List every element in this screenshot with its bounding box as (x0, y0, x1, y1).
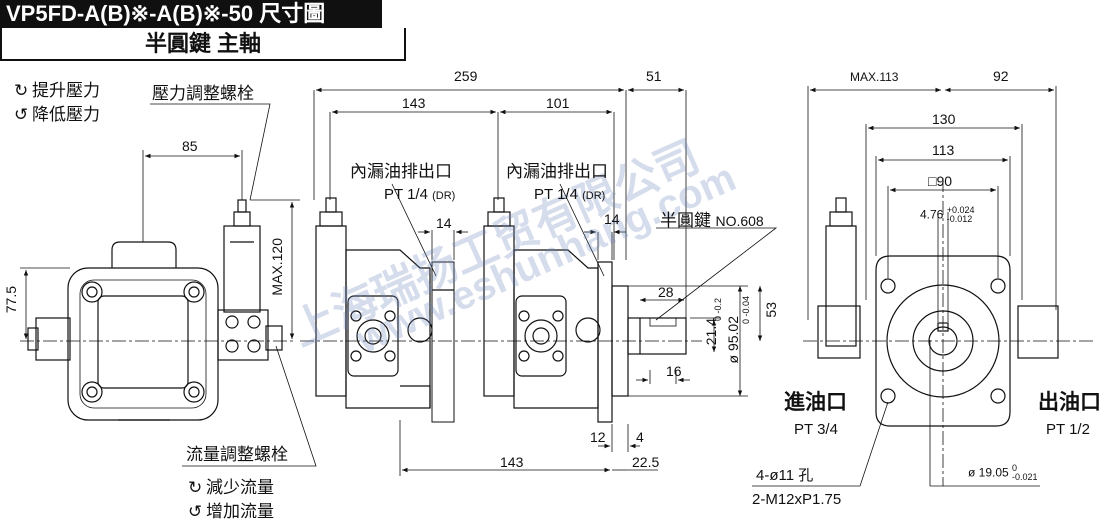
dim-143-bottom: 143 (500, 454, 524, 470)
dim-130: 130 (932, 111, 956, 127)
legend-pressure-up-label: 提升壓力 (32, 81, 100, 100)
subtitle: 半圓鍵 主軸 (0, 28, 406, 61)
dim-14-b: 14 (604, 211, 620, 227)
right-dimension-lines (752, 86, 1057, 487)
outlet-title: 出油口 (1038, 391, 1101, 414)
dim-95-tol: 0 -0.04 (741, 296, 751, 325)
key-callout: 半圓鍵 NO.608 (660, 212, 764, 230)
outlet-spec: PT 1/2 (1046, 421, 1090, 438)
title-block: VP5FD-A(B)※-A(B)※-50 尺寸圖 半圓鍵 主軸 (0, 0, 406, 62)
legend-pressure-up: ↻提升壓力 (14, 82, 100, 99)
key-width-tol: +0.024 -0.012 (946, 205, 975, 225)
key-width-tol-plus: +0.024 (946, 205, 975, 215)
flow-screw-label: 流量調整螺栓 (186, 445, 288, 464)
shaft-tol-minus: -0.021 (1012, 472, 1038, 483)
left-pump-view (27, 199, 283, 421)
dim-77-5: 77.5 (3, 286, 19, 314)
shaft-tol-zero: 0 (1012, 463, 1018, 473)
drain-2-note: (DR) (582, 190, 606, 202)
inlet-title: 進油口 (784, 391, 847, 414)
dim-shaft: ø 19.05 0 -0.021 (968, 463, 1038, 483)
dim-143-top: 143 (402, 95, 426, 111)
dim-key-width: 4.76 +0.024 -0.012 (920, 205, 975, 225)
rotate-ccw-icon: ↺ (188, 502, 203, 521)
rotate-cw-icon: ↻ (14, 81, 29, 100)
legend-flow-increase: ↺增加流量 (188, 503, 274, 520)
dim-259: 259 (454, 68, 478, 84)
dim-21-4: 21.4 (703, 318, 719, 346)
dim-key-tol: 0 -0.2 (713, 298, 723, 322)
inlet-spec: PT 3/4 (794, 421, 838, 438)
legend-flow-reduce-label: 減少流量 (206, 478, 274, 497)
left-dimension-lines (20, 103, 317, 467)
dim-22-5: 22.5 (632, 454, 660, 470)
legend-pressure-down: ↺降低壓力 (14, 106, 100, 123)
rotate-ccw-icon: ↺ (14, 105, 29, 124)
dim-101: 101 (546, 95, 570, 111)
key-title: 半圓鍵 (660, 211, 711, 230)
drain-2-title: 內漏油排出口 (506, 162, 608, 181)
dim-max-113: MAX.113 (850, 70, 899, 84)
dim-16: 16 (666, 363, 682, 379)
middle-dimension-lines (313, 87, 763, 476)
dim-92: 92 (993, 68, 1009, 84)
d95-tol-zero: 0 (741, 319, 751, 325)
drain-1-spec-text: PT 1/4 (384, 186, 428, 203)
dim-85: 85 (182, 138, 198, 154)
drain-1-title: 內漏油排出口 (350, 162, 452, 181)
thread-callout: 2-M12xP1.75 (752, 491, 842, 508)
rotate-cw-icon: ↻ (188, 478, 203, 497)
drain-1-note: (DR) (432, 190, 456, 202)
dim-max-120: MAX.120 (269, 238, 285, 296)
dim-51: 51 (646, 68, 662, 84)
shaft-tol: 0 -0.021 (1012, 463, 1038, 483)
dim-53: 53 (763, 302, 779, 318)
legend-flow-increase-label: 增加流量 (206, 502, 274, 521)
dim-113: 113 (932, 142, 955, 158)
d95-tol-minus: -0.04 (741, 296, 751, 317)
key-tol-minus: -0.2 (713, 298, 723, 314)
key-width-tol-minus: -0.012 (946, 214, 973, 225)
dim-12: 12 (590, 429, 606, 445)
model-title: VP5FD-A(B)※-A(B)※-50 尺寸圖 (0, 0, 382, 28)
key-tol-zero: 0 (713, 316, 723, 322)
legend-flow-reduce: ↻減少流量 (188, 479, 274, 496)
dim-square-90: □90 (928, 173, 953, 189)
dim-28: 28 (658, 284, 674, 300)
key-no: NO.608 (715, 213, 764, 229)
pressure-screw-label: 壓力調整螺栓 (152, 84, 254, 103)
drain-2-spec-text: PT 1/4 (534, 186, 578, 203)
legend-pressure-down-label: 降低壓力 (32, 105, 100, 124)
dim-14-a: 14 (436, 215, 452, 231)
dim-4: 4 (636, 429, 644, 445)
shaft-value: ø 19.05 (968, 465, 1009, 480)
key-width-value: 4.76 (920, 207, 944, 222)
middle-pump-view (315, 197, 687, 423)
drain-1-spec: PT 1/4 (DR) (384, 187, 455, 202)
holes-callout: 4-ø11 孔 (756, 467, 814, 484)
drain-2-spec: PT 1/4 (DR) (534, 187, 605, 202)
dim-95-02: ø 95.02 (725, 316, 741, 364)
